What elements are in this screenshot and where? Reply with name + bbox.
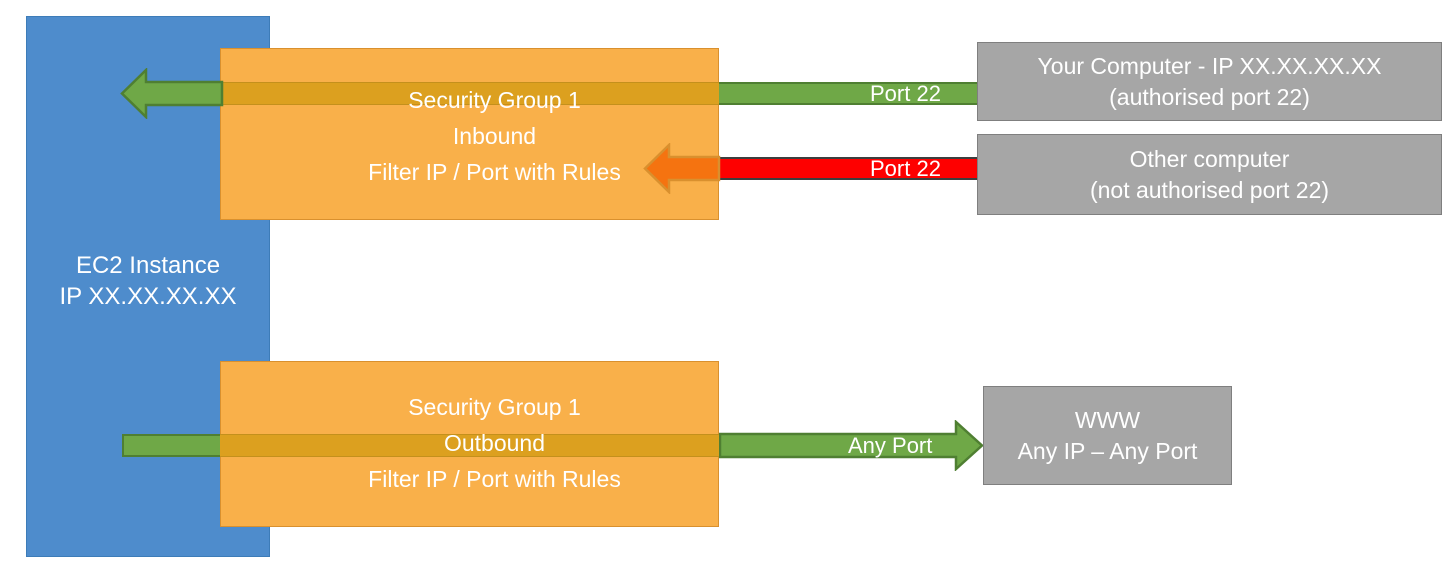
allowed-outbound-band-inside-group bbox=[220, 434, 720, 457]
endpoint-other-computer: Other computer (not authorised port 22) bbox=[977, 134, 1442, 215]
allowed-outbound-arrow-icon bbox=[719, 420, 984, 471]
ec2-instance-label: EC2 Instance IP XX.XX.XX.XX bbox=[59, 252, 237, 310]
endpoint-www: WWW Any IP – Any Port bbox=[983, 386, 1232, 485]
blocked-inbound-arrow-icon bbox=[643, 143, 721, 194]
allowed-inbound-band-external bbox=[719, 82, 978, 105]
allowed-outbound-band-tail bbox=[122, 434, 222, 457]
endpoint-your-computer: Your Computer - IP XX.XX.XX.XX (authoris… bbox=[977, 42, 1442, 121]
blocked-inbound-band bbox=[719, 157, 978, 180]
security-group-inbound-box bbox=[220, 48, 719, 220]
allowed-inbound-arrow-icon bbox=[120, 68, 224, 119]
allowed-inbound-band-inside-group bbox=[220, 82, 720, 105]
